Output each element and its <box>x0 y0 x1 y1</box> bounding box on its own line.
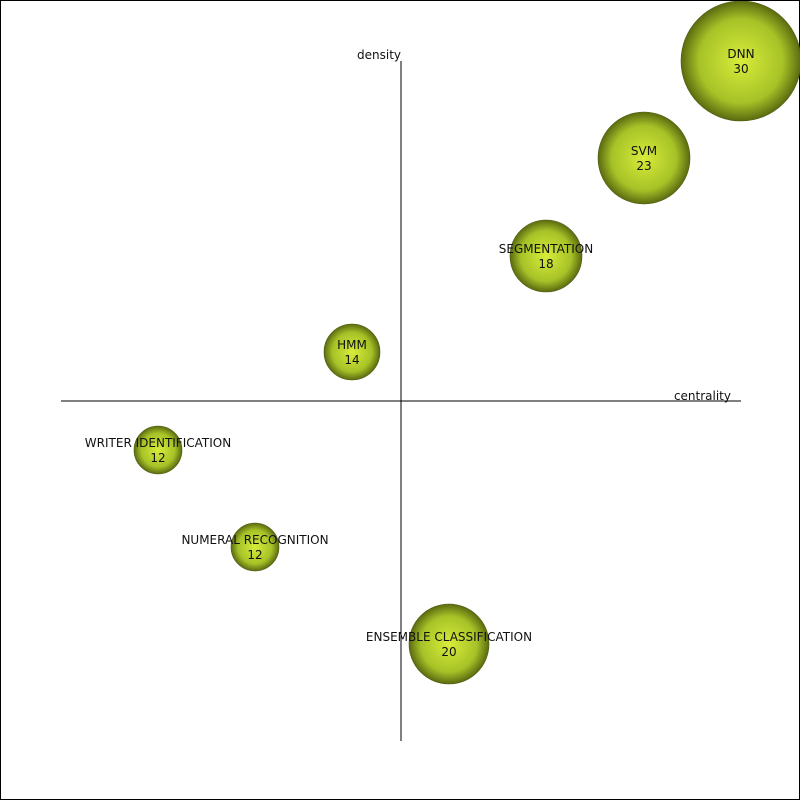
bubble-count: 23 <box>636 159 651 173</box>
bubble-label: SVM <box>631 144 657 158</box>
bubble-count: 20 <box>441 645 456 659</box>
bubble-count: 12 <box>150 451 165 465</box>
bubble-label: DNN <box>727 47 754 61</box>
bubble-circle <box>323 323 381 381</box>
bubble-count: 18 <box>538 257 553 271</box>
axes: centrality density <box>61 48 741 741</box>
bubble-label: SEGMENTATION <box>499 242 593 256</box>
bubble-circle <box>230 522 280 572</box>
bubble-circle <box>133 425 183 475</box>
bubble-label: NUMERAL RECOGNITION <box>181 533 328 547</box>
bubble-circle <box>509 219 583 293</box>
bubble-circle <box>408 603 490 685</box>
bubble-count: 14 <box>344 353 359 367</box>
y-axis-label: density <box>357 48 401 62</box>
bubble-label: HMM <box>337 338 367 352</box>
bubble-count: 12 <box>247 548 262 562</box>
bubble-count: 30 <box>733 62 748 76</box>
bubble-circle <box>680 1 800 122</box>
bubble-label: WRITER IDENTIFICATION <box>85 436 231 450</box>
bubble-label: ENSEMBLE CLASSIFICATION <box>366 630 532 644</box>
bubble-circle <box>597 111 691 205</box>
x-axis-label: centrality <box>674 389 731 403</box>
